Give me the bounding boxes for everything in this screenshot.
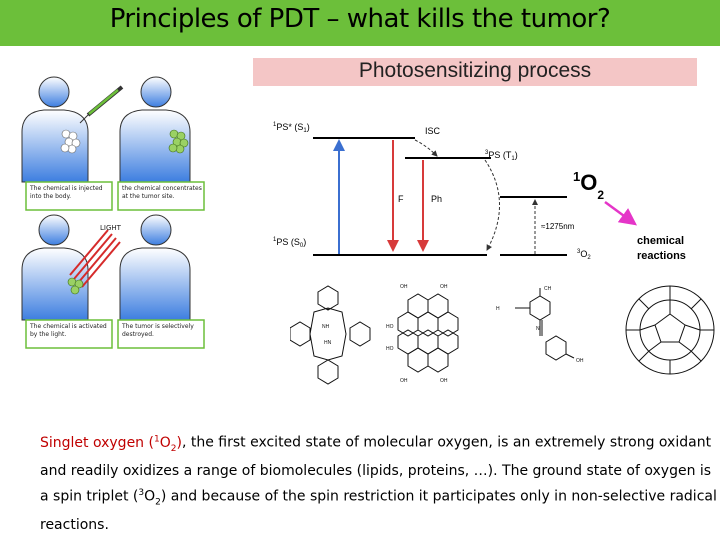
svg-text:N: N	[536, 326, 540, 332]
panel-3-caption: The chemical is activated by the light.	[30, 323, 107, 338]
svg-text:HO: HO	[386, 346, 394, 352]
chemical-structures: NH HN OH OH HO HO OH OH CH H N OH	[290, 284, 715, 385]
singlet-oxygen-label: 1O2	[573, 169, 604, 202]
caption-lead: Singlet oxygen (1O2)	[40, 434, 182, 454]
svg-text:H: H	[496, 306, 500, 312]
svg-text:HO: HO	[386, 324, 394, 330]
chemical-reactions-label-2: reactions	[637, 250, 686, 262]
patient-panel-2	[119, 76, 191, 183]
porphyrin-structure: NH HN	[290, 285, 371, 385]
svg-text:CH: CH	[544, 286, 552, 292]
svg-text:OH: OH	[400, 378, 408, 384]
svg-text:OH: OH	[576, 358, 584, 364]
patient-illustration	[21, 76, 205, 349]
fluorescence-label: F	[398, 194, 404, 204]
jablonski-diagram: 1PS* (S1) ISC 3PS (T1) F Ph 1PS (S0) 1O2…	[273, 122, 686, 262]
polycyclic-structure: OH OH HO HO OH OH	[386, 284, 459, 384]
panel-2-caption: the chemical concentrates at the tumor s…	[122, 185, 202, 200]
caption-text-2: ) and because of the spin restriction it…	[40, 489, 717, 534]
process-header: Photosensitizing process	[358, 59, 592, 82]
caption-paragraph: Singlet oxygen (1O2), the first excited …	[40, 434, 717, 534]
panel-4-caption: The tumor is selectively destroyed.	[122, 323, 194, 338]
tumor-green-icon	[168, 129, 189, 154]
s1-state: 1PS* (S1)	[273, 122, 310, 134]
t1-state: 3PS (T1)	[485, 150, 518, 162]
light-beam-icon	[69, 229, 121, 288]
light-label: LIGHT	[100, 224, 121, 232]
phosphorescence-label: Ph	[431, 194, 442, 204]
isc-label: ISC	[425, 126, 441, 136]
svg-text:OH: OH	[400, 284, 408, 290]
svg-text:OH: OH	[440, 378, 448, 384]
caption-text-1: , the first excited state of molecular o…	[40, 434, 712, 506]
svg-text:OH: OH	[440, 284, 448, 290]
syringe-icon	[79, 85, 124, 124]
svg-text:HN: HN	[324, 340, 332, 346]
chemical-reactions-label-1: chemical	[637, 235, 684, 247]
patient-panel-1	[21, 76, 124, 183]
energy-label: ≈1275nm	[541, 222, 575, 231]
panel-1-caption: The chemical is injected into the body.	[30, 185, 103, 200]
slide-title: Principles of PDT – what kills the tumor…	[109, 4, 611, 34]
title-bar	[0, 0, 720, 46]
tumor-white-icon	[60, 129, 81, 154]
svg-text:NH: NH	[322, 324, 330, 330]
process-header-bar	[253, 58, 697, 86]
patient-panel-4	[119, 214, 191, 321]
fullerene-structure	[625, 285, 715, 375]
triplet-oxygen-label: 3O2	[577, 249, 591, 261]
patient-panel-3	[21, 214, 121, 321]
azo-dye-structure: CH H N OH	[496, 286, 584, 364]
s0-state: 1PS (S0)	[273, 237, 306, 249]
